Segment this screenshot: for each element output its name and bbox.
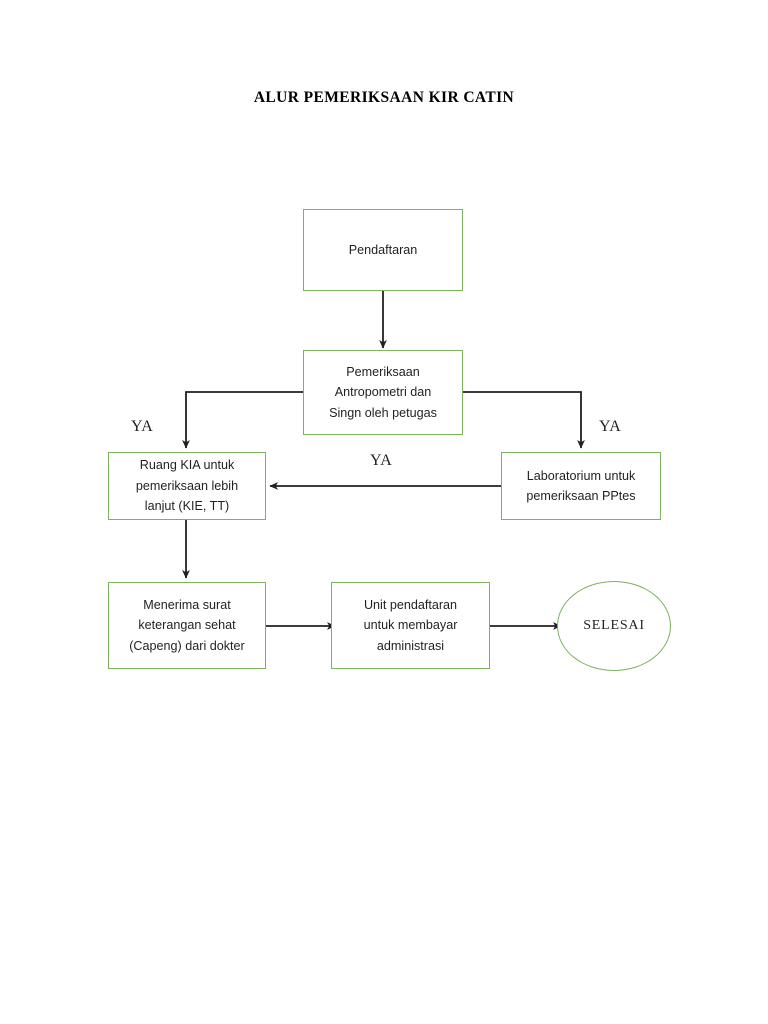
node-line: Laboratorium untuk [526, 468, 636, 483]
node-line: administrasi [376, 638, 445, 653]
node-line: Menerima surat [143, 597, 231, 612]
page-title: ALUR PEMERIKSAAN KIR CATIN [253, 89, 515, 106]
edge-label-ya-right: YA [599, 418, 622, 435]
node-line: Singn oleh petugas [329, 405, 437, 420]
node-selesai-label: SELESAI [583, 618, 645, 633]
node-selesai[interactable]: SELESAI [557, 581, 671, 671]
node-line: untuk membayar [363, 618, 458, 633]
node-line: Antropometri dan [334, 385, 432, 400]
node-line: pemeriksaan lebih [135, 478, 239, 493]
node-pemeriksaan-antropometri[interactable]: Pemeriksaan Antropometri dan Singn oleh … [303, 350, 463, 435]
node-line: (Capeng) dari dokter [129, 638, 245, 653]
node-ruang-kia-label: Ruang KIA untuk pemeriksaan lebih lanjut… [115, 455, 259, 516]
node-unit-pendaftaran[interactable]: Unit pendaftaran untuk membayar administ… [331, 582, 490, 669]
node-unit-pendaftaran-label: Unit pendaftaran untuk membayar administ… [338, 595, 483, 656]
node-line: keterangan sehat [138, 618, 236, 633]
node-laboratorium[interactable]: Laboratorium untuk pemeriksaan PPtes [501, 452, 661, 520]
edge-pemeriksaan-to-laboratorium [463, 391, 585, 449]
node-pendaftaran-label: Pendaftaran [348, 242, 418, 257]
edge-label-ya-center: YA [370, 452, 393, 469]
node-laboratorium-label: Laboratorium untuk pemeriksaan PPtes [508, 466, 654, 507]
node-line: Ruang KIA untuk [139, 458, 235, 473]
edge-pemeriksaan-to-ruang-kia [182, 391, 303, 449]
edge-label-ya-left: YA [131, 418, 154, 435]
node-surat-keterangan-sehat[interactable]: Menerima surat keterangan sehat (Capeng)… [108, 582, 266, 669]
node-line: Unit pendaftaran [363, 597, 458, 612]
node-line: Pemeriksaan [346, 364, 420, 379]
node-line: pemeriksaan PPtes [526, 489, 636, 503]
node-pendaftaran[interactable]: Pendaftaran [303, 209, 463, 291]
node-surat-keterangan-sehat-label: Menerima surat keterangan sehat (Capeng)… [115, 595, 259, 656]
node-ruang-kia[interactable]: Ruang KIA untuk pemeriksaan lebih lanjut… [108, 452, 266, 520]
node-pemeriksaan-antropometri-label: Pemeriksaan Antropometri dan Singn oleh … [310, 362, 456, 423]
node-line: lanjut (KIE, TT) [144, 499, 230, 514]
